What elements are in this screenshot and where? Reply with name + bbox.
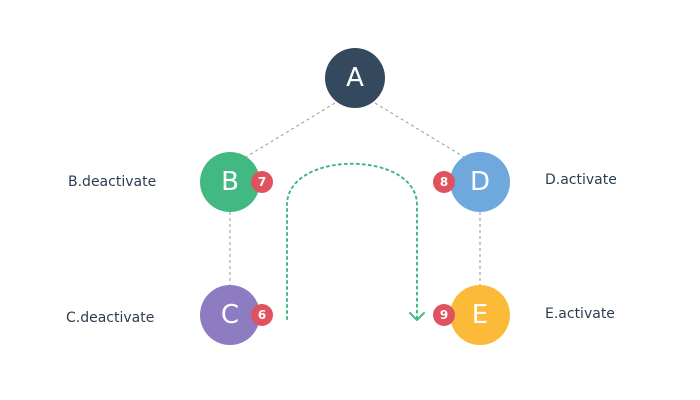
- edge-a-d: [369, 99, 465, 158]
- node-b: B: [200, 152, 260, 212]
- node-e-label: E.activate: [545, 306, 615, 322]
- node-a-letter: A: [346, 63, 364, 93]
- flow-arrow-path: [286, 162, 418, 320]
- node-b-order-badge: 7: [251, 171, 273, 193]
- node-e: E: [450, 285, 510, 345]
- node-e-letter: E: [471, 300, 489, 330]
- flow-arrowhead: [409, 312, 425, 321]
- node-c-letter: C: [220, 300, 240, 330]
- node-a: A: [325, 48, 385, 108]
- node-c-order-badge: 6: [251, 304, 273, 326]
- node-b-label: B.deactivate: [68, 174, 157, 190]
- node-d-order-badge: 8: [433, 171, 455, 193]
- node-b-letter: B: [221, 167, 239, 197]
- node-e-order-badge: 9: [433, 304, 455, 326]
- node-d: D: [450, 152, 510, 212]
- edge-a-b: [245, 99, 341, 158]
- node-d-label: D.activate: [545, 172, 617, 188]
- node-d-letter: D: [469, 167, 491, 197]
- node-c: C: [200, 285, 260, 345]
- node-c-label: C.deactivate: [66, 310, 155, 326]
